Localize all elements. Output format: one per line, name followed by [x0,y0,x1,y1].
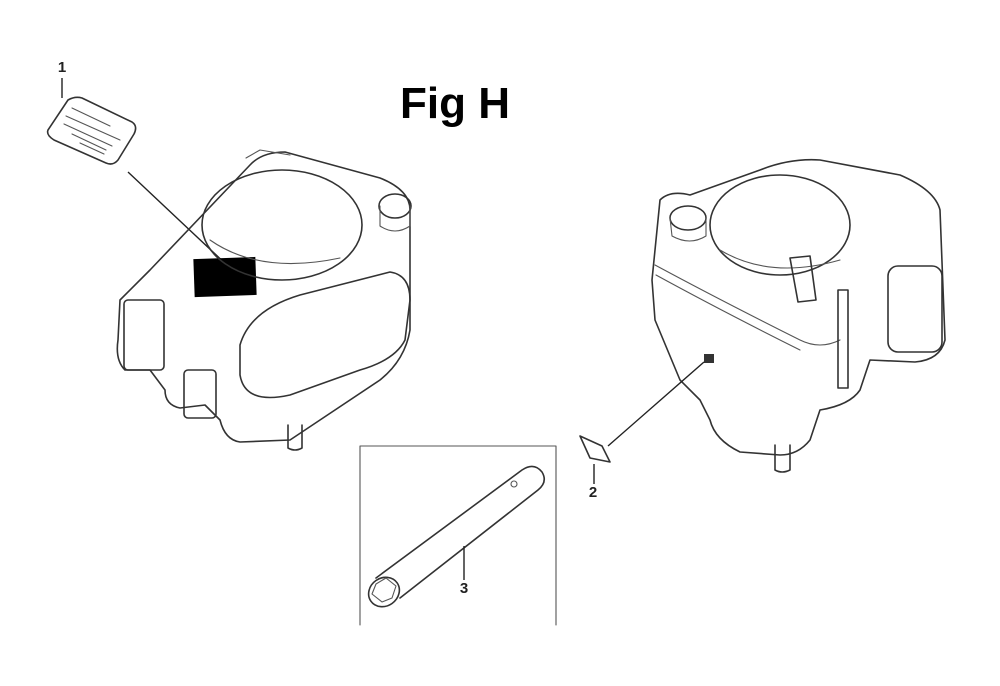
engine-left-blower-housing [201,169,363,281]
engine-right-view [651,158,946,473]
callout-1: 1 [57,59,67,76]
engine-right-dipstick-tube [837,289,849,389]
callout-3: 3 [459,580,469,597]
vent-tag-leader [607,361,705,447]
callout-2: 2 [588,484,598,501]
engine-left-air-filter [123,299,165,371]
vent-tag-part [579,361,705,484]
engine-right-air-filter [887,265,943,353]
label-decal-text-lines [63,107,121,155]
engine-left-view [116,149,412,451]
wrench-socket-end [367,576,401,608]
engine-left-side-cover [239,271,411,399]
wrench-hex-opening [371,577,397,603]
figure-title: Fig H [400,79,510,128]
wrench-shaft [375,465,546,599]
engine-left-outline [116,151,411,443]
wrench-part [359,445,557,626]
engine-right-oil-cap [669,205,707,231]
engine-right-crankshaft [774,444,791,473]
label-decal-leader [127,171,231,269]
engine-right-outline [651,158,946,456]
vent-tag-outline [579,435,611,463]
decal-location-patch [193,256,257,298]
engine-left-oil-cap [378,193,412,219]
wrench-handle-hole [510,480,518,488]
engine-right-bracket [789,255,817,303]
label-decal-part [46,78,231,269]
engine-left-muffler [183,369,217,419]
vent-location-mark [704,354,714,363]
engine-left-crankshaft [287,424,303,451]
label-decal-outline [46,96,137,165]
wrench-bracket-box [359,445,557,626]
engine-right-blower-housing [709,174,851,276]
